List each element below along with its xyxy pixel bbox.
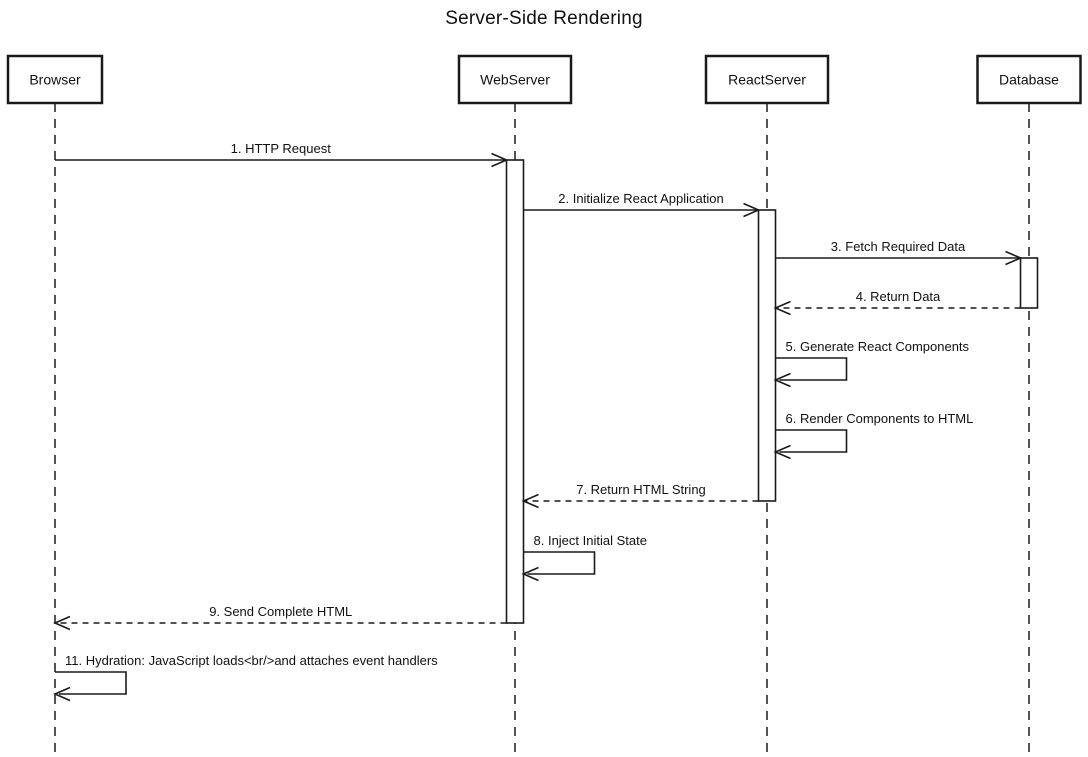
arrowhead	[773, 444, 791, 460]
message-label: 11. Hydration: JavaScript loads<br/>and …	[65, 653, 438, 668]
message-label: 8. Inject Initial State	[534, 533, 647, 548]
arrowhead	[773, 372, 791, 388]
activation-bar-reactserver	[757, 209, 777, 502]
activation-bar-database	[1019, 257, 1039, 309]
message-label: 2. Initialize React Application	[558, 191, 723, 206]
arrowhead	[521, 493, 539, 509]
self-message-loop	[775, 357, 848, 381]
message-label: 3. Fetch Required Data	[831, 239, 966, 254]
self-message-loop	[55, 671, 127, 695]
participant-box-browser	[6, 54, 104, 105]
arrowhead	[521, 566, 539, 582]
message-label: 6. Render Components to HTML	[786, 411, 974, 426]
arrowhead	[743, 202, 761, 218]
self-message-loop	[775, 429, 848, 453]
participant-box-database	[976, 54, 1082, 105]
message-label: 9. Send Complete HTML	[209, 604, 352, 619]
arrowhead	[1005, 250, 1023, 266]
message-label: 1. HTTP Request	[231, 141, 332, 156]
diagram-title: Server-Side Rendering	[445, 8, 643, 29]
arrowhead	[52, 615, 71, 631]
participant-label-reactserver: ReactServer	[728, 72, 806, 88]
participant-label-browser: Browser	[29, 72, 81, 88]
participant-box-reactserver	[704, 54, 830, 105]
self-message-loop	[523, 551, 596, 575]
message-label: 5. Generate React Components	[786, 339, 970, 354]
participant-label-database: Database	[999, 72, 1059, 88]
arrowhead	[491, 152, 509, 168]
message-label: 7. Return HTML String	[576, 482, 706, 497]
participant-label-webserver: WebServer	[480, 72, 550, 88]
participant-box-webserver	[457, 54, 573, 105]
message-label: 4. Return Data	[856, 289, 941, 304]
arrowhead	[773, 300, 791, 316]
arrowhead	[52, 686, 71, 702]
activation-bar-webserver	[505, 159, 525, 624]
